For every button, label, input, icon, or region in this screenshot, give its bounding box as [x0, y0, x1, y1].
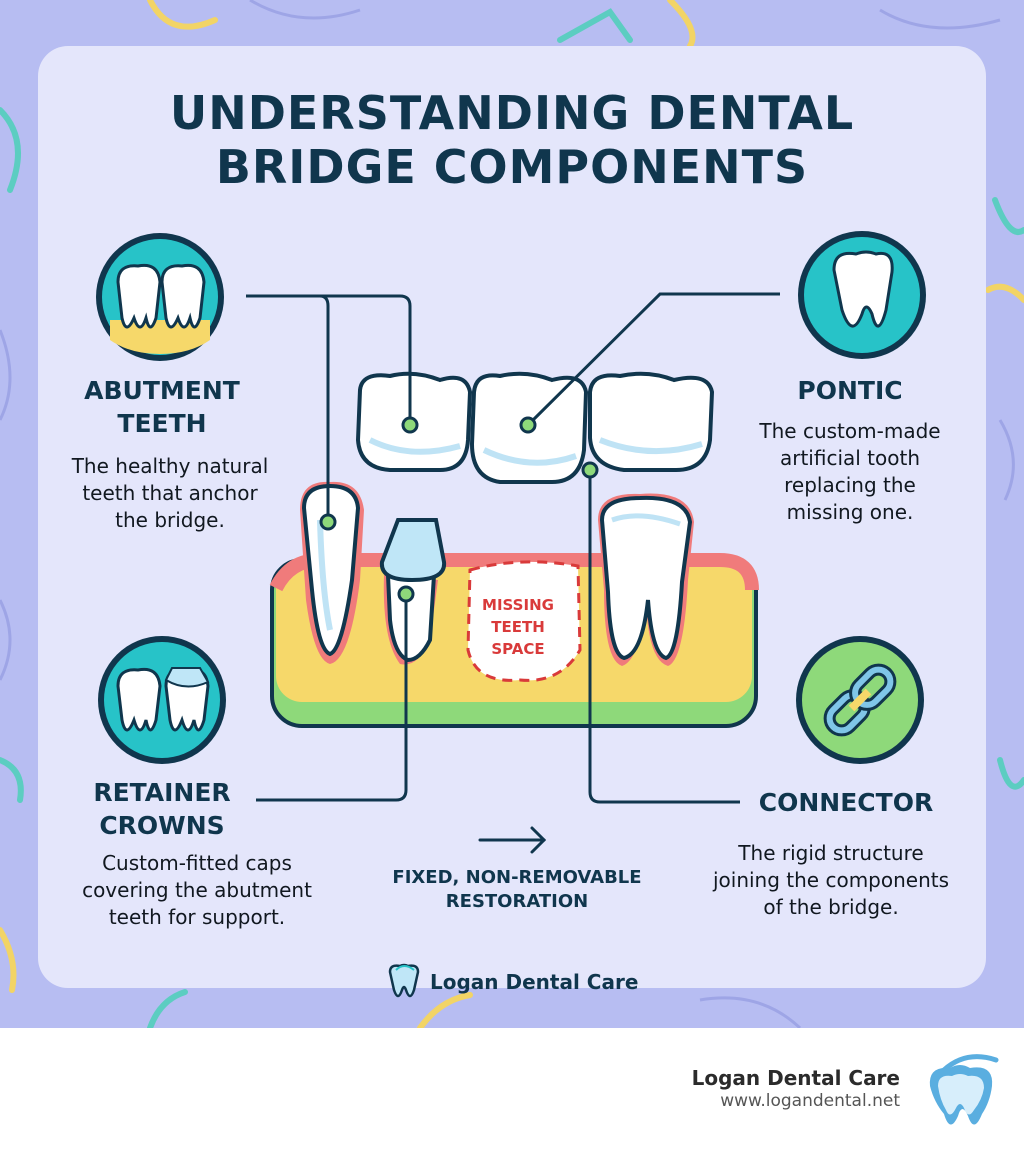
dental-bridge-diagram: [96, 231, 926, 854]
brand-center: Logan Dental Care: [384, 960, 638, 1004]
title-line-1: UNDERSTANDING DENTAL: [169, 86, 855, 140]
brand-center-text: Logan Dental Care: [430, 970, 639, 994]
footer-url[interactable]: www.logandental.net: [720, 1091, 900, 1111]
background-doodles: [0, 0, 1024, 1028]
abutment-teeth-icon: [96, 233, 224, 361]
title-line-2: BRIDGE COMPONENTS: [215, 140, 809, 194]
connector-description: The rigid structure joining the componen…: [712, 841, 950, 919]
missing-teeth-space: [466, 560, 582, 682]
leader-lines: [246, 292, 780, 804]
tooth-logo-icon: [929, 1054, 999, 1125]
retainer-description: Custom-fitted caps covering the abutment…: [82, 851, 312, 929]
abutment-tooth-right: [598, 493, 694, 666]
prepared-tooth: [379, 518, 447, 665]
pontic-description: The custom-made artificial tooth replaci…: [759, 419, 941, 524]
tooth-logo-icon: [388, 963, 420, 998]
leader-dots: [319, 416, 599, 603]
arrow-right-icon: [478, 826, 547, 854]
missing-teeth-label: MISSING TEETH SPACE: [482, 596, 554, 658]
abutment-description: The healthy natural teeth that anchor th…: [71, 454, 269, 532]
retainer-heading: RETAINER CROWNS: [93, 778, 231, 840]
info-card: [38, 46, 986, 988]
footer-brand-name: Logan Dental Care: [691, 1066, 900, 1090]
crowns-icon: [98, 636, 226, 764]
pontic-heading: PONTIC: [797, 376, 903, 405]
connector-heading: CONNECTOR: [758, 788, 934, 817]
single-tooth-icon: [798, 231, 926, 359]
abutment-tooth-left: [300, 481, 364, 664]
abutment-heading: ABUTMENT TEETH: [84, 376, 240, 438]
page-title: UNDERSTANDING DENTAL BRIDGE COMPONENTS: [60, 86, 964, 194]
fixed-restoration-label: FIXED, NON-REMOVABLE RESTORATION: [392, 867, 642, 912]
chain-link-icon: [796, 636, 924, 764]
